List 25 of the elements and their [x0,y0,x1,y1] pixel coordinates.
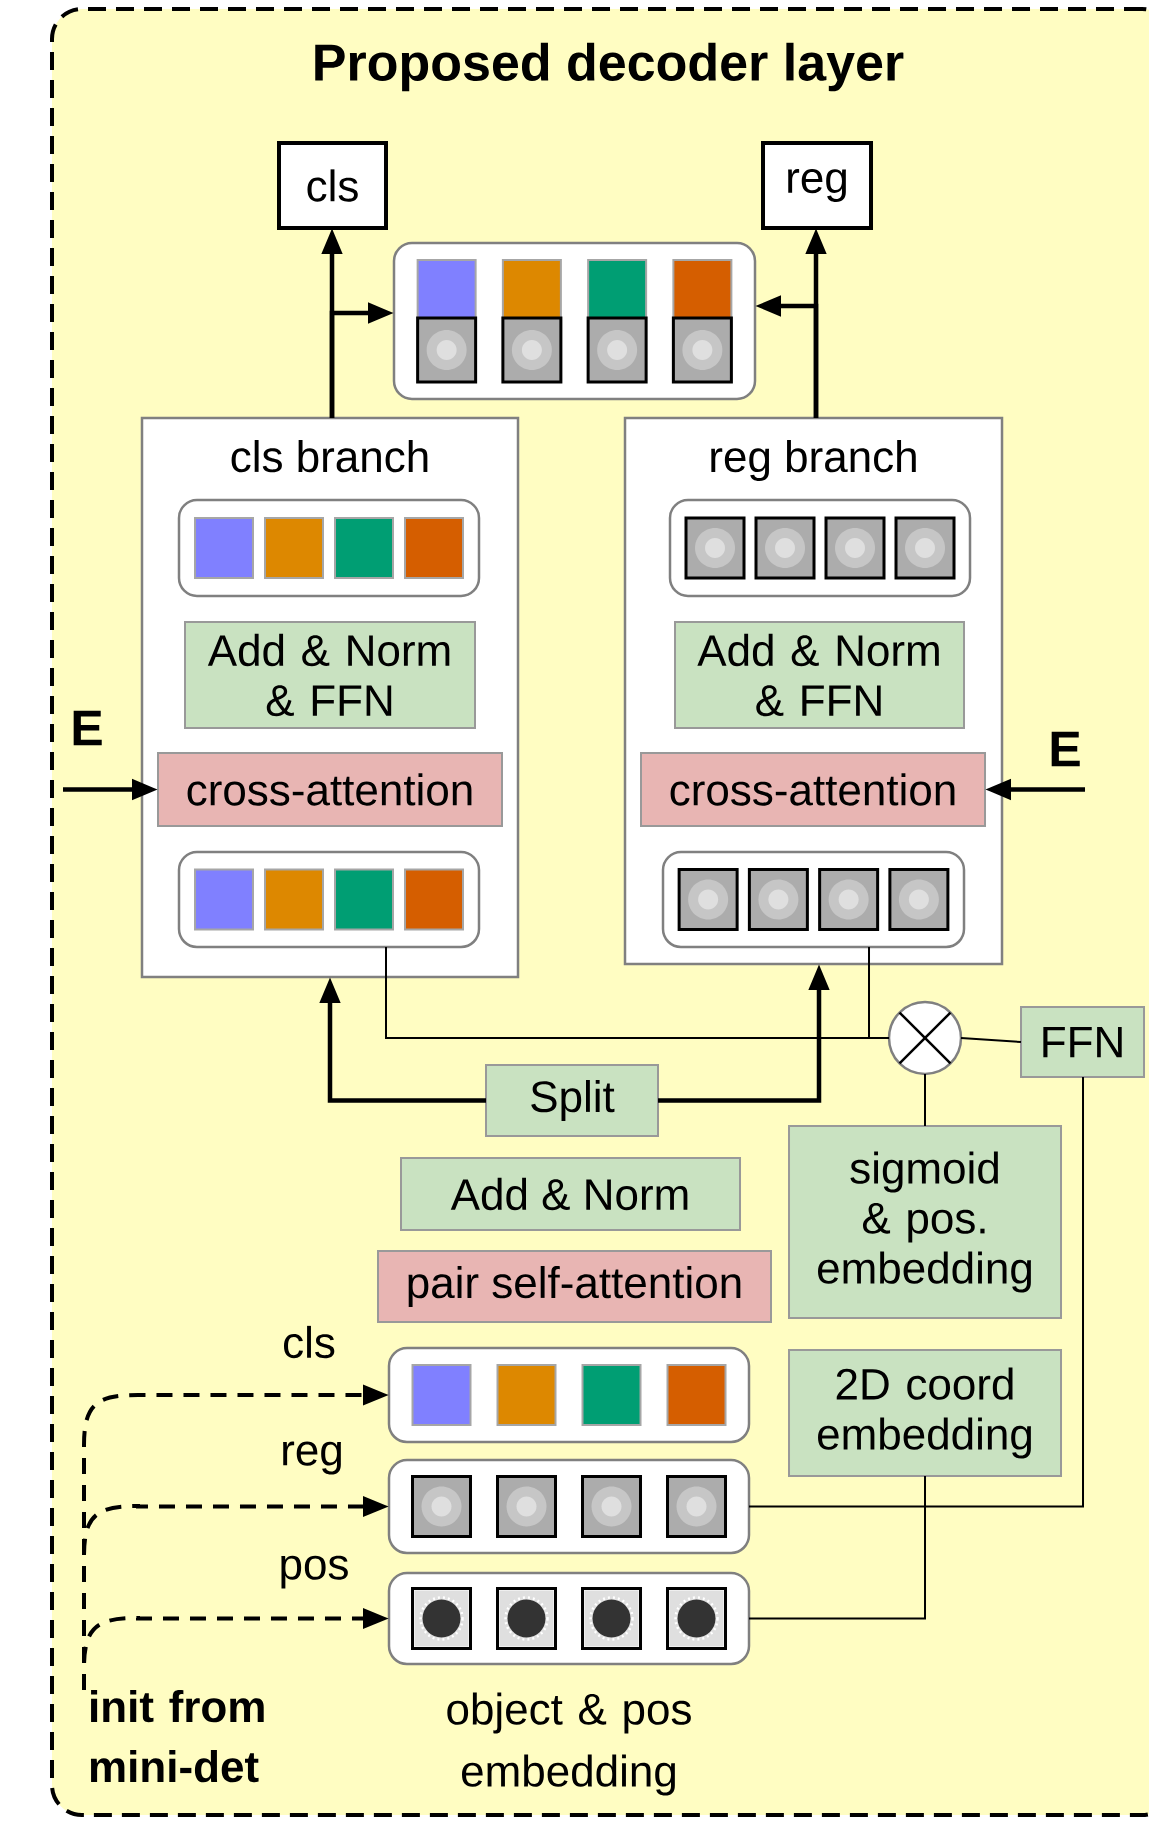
connector-line [960,1037,1022,1043]
process-box: FFN [1020,1006,1145,1078]
connector-line [748,1076,1084,1508]
process-box: Add & Norm & FFN [674,621,965,729]
connector-line [748,1475,926,1620]
input-label: E [1051,731,1080,767]
process-box: Split [485,1064,659,1137]
process-box: 2D coord embedding [788,1349,1062,1477]
attention-box: pair self-attention [377,1250,772,1323]
process-box: sigmoid & pos. embedding [788,1125,1062,1319]
node-label: object & pos embedding [447,1692,691,1796]
input-label: E [73,710,102,746]
process-box: Add & Norm [400,1157,741,1231]
row-label: reg [283,1441,341,1475]
source-text: init from mini-det [90,1690,264,1783]
process-box: Add & Norm & FFN [184,621,476,729]
row-label: cls [284,1325,335,1359]
row-label: pos [281,1555,348,1589]
connector-line [924,1073,926,1127]
connector-line [868,946,890,1039]
output-box: reg [761,141,873,230]
attention-box: cross-attention [157,752,503,827]
multiply-circle [887,1000,963,1076]
output-box: cls [277,141,388,230]
attention-box: cross-attention [640,752,986,827]
